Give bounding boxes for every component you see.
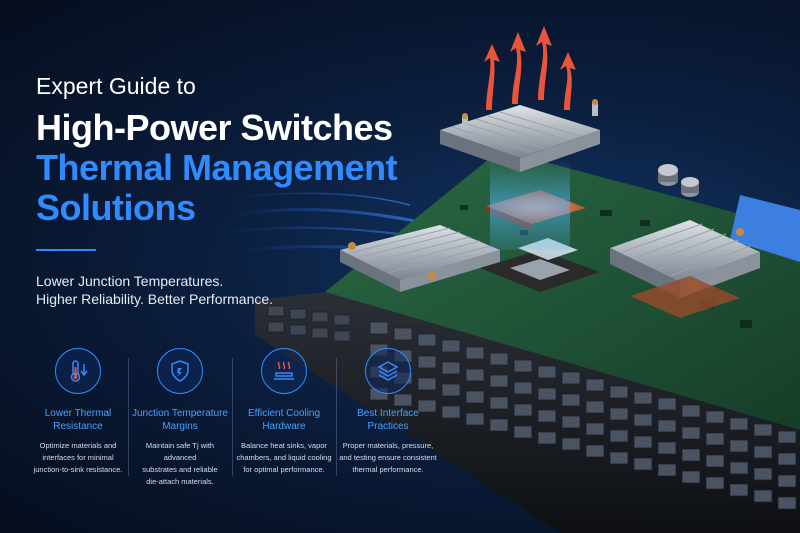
tagline-line1: Lower Junction Temperatures.	[36, 273, 224, 289]
layers-icon	[365, 348, 411, 394]
feature-desc-line2: and testing ensure consistent	[339, 453, 437, 462]
feature-desc-line2: chambers, and liquid cooling	[236, 453, 332, 462]
heat-beam	[490, 160, 570, 250]
feature-desc-line3: for optimal performance.	[243, 465, 325, 474]
heat-sink-top	[440, 99, 600, 172]
feature-title-line1: Lower Thermal	[44, 408, 112, 419]
heat-sink-right	[610, 220, 760, 318]
feature-title-line1: Junction Temperature	[132, 408, 228, 419]
title-divider	[36, 249, 96, 251]
feature-title-line1: Best Interface	[357, 408, 419, 419]
feature-description: Balance heat sinks, vapor chambers, and …	[234, 440, 334, 476]
title-block: Expert Guide to High-Power Switches Ther…	[36, 72, 416, 308]
feature-title-line2: Margins	[162, 421, 198, 432]
heat-sink-left	[340, 225, 500, 292]
feature-desc-line2: interfaces for minimal	[42, 453, 114, 462]
feature-title: Efficient Cooling Hardware	[234, 407, 334, 433]
feature-lower-thermal-resistance: Lower Thermal Resistance Optimize materi…	[28, 348, 128, 488]
feature-desc-line2: substrates and reliable	[142, 465, 218, 474]
thermometer-icon	[55, 348, 101, 394]
feature-divider	[232, 358, 233, 476]
page-title-line1: High-Power Switches	[36, 107, 393, 148]
feature-desc-line3: thermal performance.	[352, 465, 424, 474]
feature-efficient-cooling-hardware: Efficient Cooling Hardware Balance heat …	[234, 348, 334, 488]
tagline: Lower Junction Temperatures. Higher Reli…	[36, 272, 416, 308]
feature-desc-line1: Optimize materials and	[39, 441, 117, 450]
features-row: Lower Thermal Resistance Optimize materi…	[28, 348, 437, 488]
feature-title-line2: Practices	[367, 421, 409, 432]
feature-title-line2: Hardware	[262, 421, 306, 432]
page-title-line3: Solutions	[36, 187, 196, 228]
page-title-line2: Thermal Management	[36, 147, 398, 188]
tagline-line2: Higher Reliability. Better Performance.	[36, 291, 274, 307]
cooling-hardware-icon	[261, 348, 307, 394]
feature-desc-line1: Proper materials, pressure,	[342, 441, 434, 450]
feature-title: Lower Thermal Resistance	[28, 407, 128, 433]
feature-title-line1: Efficient Cooling	[247, 408, 321, 419]
feature-title-line2: Resistance	[53, 421, 103, 432]
pcb-board	[325, 150, 800, 430]
feature-desc-line3: die-attach materials.	[146, 477, 214, 486]
feature-description: Proper materials, pressure, and testing …	[338, 440, 438, 476]
feature-desc-line3: junction-to-sink resistance.	[33, 465, 123, 474]
feature-description: Optimize materials and interfaces for mi…	[28, 440, 128, 476]
heat-arrows	[484, 26, 576, 110]
feature-desc-line1: Balance heat sinks, vapor	[241, 441, 327, 450]
feature-title: Junction Temperature Margins	[130, 407, 230, 433]
feature-description: Maintain safe Tj with advanced substrate…	[130, 440, 230, 488]
feature-junction-temperature-margins: Junction Temperature Margins Maintain sa…	[130, 348, 230, 488]
shield-icon	[157, 348, 203, 394]
feature-title: Best Interface Practices	[338, 407, 438, 433]
feature-divider	[128, 358, 129, 476]
feature-divider	[336, 358, 337, 476]
feature-best-interface-practices: Best Interface Practices Proper material…	[338, 348, 438, 488]
feature-desc-line1: Maintain safe Tj with advanced	[145, 441, 215, 462]
eyebrow-text: Expert Guide to	[36, 73, 196, 99]
